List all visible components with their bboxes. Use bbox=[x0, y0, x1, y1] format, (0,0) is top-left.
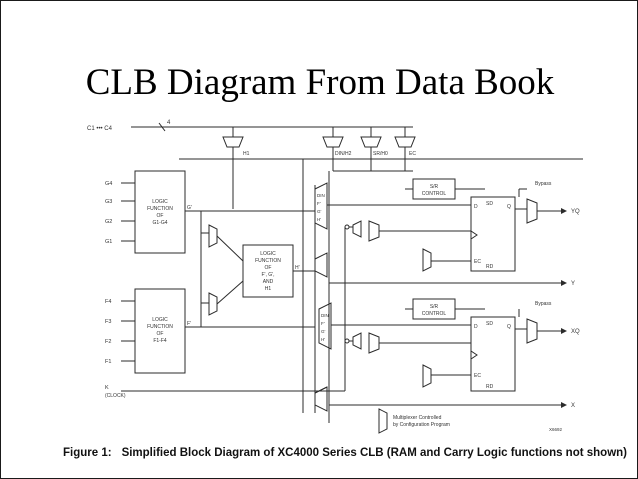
input-k: K bbox=[105, 385, 109, 391]
h-block-line-1: LOGIC bbox=[260, 251, 276, 257]
f-block-line-3: OF bbox=[157, 331, 164, 337]
mux-in-h: H' bbox=[317, 217, 321, 222]
h-block-line-6: H1 bbox=[265, 286, 272, 292]
g-block-line-3: OF bbox=[157, 213, 164, 219]
figure-label: Figure 1: bbox=[63, 447, 112, 459]
input-f1: F1 bbox=[105, 359, 111, 365]
top-mux-label-h1: H1 bbox=[243, 151, 250, 157]
legend-line-1: Multiplexer Controlled bbox=[393, 415, 442, 421]
input-g4: G4 bbox=[105, 181, 112, 187]
top-bus-label: C1 ••• C4 bbox=[87, 126, 113, 132]
mux-in-din-2: DIN bbox=[321, 313, 329, 318]
mux-in-g-2: G' bbox=[321, 329, 326, 334]
clb-block-diagram: C1 ••• C4 4 H1 DIN/H2 SR/H0 EC G4 G3 G2 … bbox=[83, 113, 583, 443]
input-g2: G2 bbox=[105, 219, 112, 225]
output-yq: YQ bbox=[571, 209, 580, 215]
legend-line-2: by Configuration Program bbox=[393, 422, 450, 428]
top-mux-label-ec: EC bbox=[409, 151, 416, 157]
ff-bottom-rd: RD bbox=[486, 384, 494, 390]
sr-control-top-1: S/R bbox=[430, 184, 439, 190]
input-f4: F4 bbox=[105, 299, 111, 305]
top-mux-label-sr: SR/H0 bbox=[373, 151, 388, 157]
ff-bottom-ec: EC bbox=[474, 373, 481, 379]
g-prime-out: G' bbox=[187, 205, 192, 211]
g-block-line-2: FUNCTION bbox=[147, 206, 173, 212]
figure-caption: Figure 1: Simplified Block Diagram of XC4… bbox=[63, 447, 627, 459]
mux-in-f-2: F' bbox=[321, 321, 325, 326]
bus-width-label: 4 bbox=[167, 120, 171, 126]
mux-in-h-2: H' bbox=[321, 337, 325, 342]
input-g3: G3 bbox=[105, 199, 112, 205]
ff-top-rd: RD bbox=[486, 264, 494, 270]
mux-in-g: G' bbox=[317, 209, 322, 214]
f-block-line-2: FUNCTION bbox=[147, 324, 173, 330]
sr-control-top-2: CONTROL bbox=[422, 191, 447, 197]
g-block-line-1: LOGIC bbox=[152, 199, 168, 205]
f-prime-out: F' bbox=[187, 321, 191, 327]
ff-bottom-sd: SD bbox=[486, 321, 493, 327]
input-f3: F3 bbox=[105, 319, 111, 325]
slide-title: CLB Diagram From Data Book bbox=[85, 62, 555, 103]
ff-bottom-q: Q bbox=[507, 324, 511, 330]
output-x: X bbox=[571, 403, 575, 409]
ff-top-ec: EC bbox=[474, 259, 481, 265]
h-block-line-4: F', G', bbox=[261, 272, 274, 278]
ff-top-q: Q bbox=[507, 204, 511, 210]
ff-top-d: D bbox=[474, 204, 478, 210]
ff-bottom-d: D bbox=[474, 324, 478, 330]
top-mux-label-din: DIN/H2 bbox=[335, 151, 352, 157]
f-block-line-4: F1-F4 bbox=[153, 338, 167, 344]
h-block-line-3: OF bbox=[265, 265, 272, 271]
input-f2: F2 bbox=[105, 339, 111, 345]
g-block-line-4: G1-G4 bbox=[152, 220, 167, 226]
h-prime-out: H' bbox=[295, 265, 300, 271]
mux-in-din: DIN bbox=[317, 193, 325, 198]
mux-in-f: F' bbox=[317, 201, 321, 206]
part-code: X6692 bbox=[549, 427, 563, 432]
f-block-line-1: LOGIC bbox=[152, 317, 168, 323]
sr-control-bottom-1: S/R bbox=[430, 304, 439, 310]
input-g1: G1 bbox=[105, 239, 112, 245]
bypass-label-bottom: Bypass bbox=[535, 301, 552, 307]
input-k-clock: (CLOCK) bbox=[105, 393, 126, 399]
output-y: Y bbox=[571, 281, 575, 287]
h-block-line-5: AND bbox=[263, 279, 274, 285]
sr-control-bottom-2: CONTROL bbox=[422, 311, 447, 317]
ff-top-sd: SD bbox=[486, 201, 493, 207]
output-xq: XQ bbox=[571, 329, 580, 335]
bypass-label-top: Bypass bbox=[535, 181, 552, 187]
figure-caption-text: Simplified Block Diagram of XC4000 Serie… bbox=[121, 447, 628, 459]
h-block-line-2: FUNCTION bbox=[255, 258, 281, 264]
